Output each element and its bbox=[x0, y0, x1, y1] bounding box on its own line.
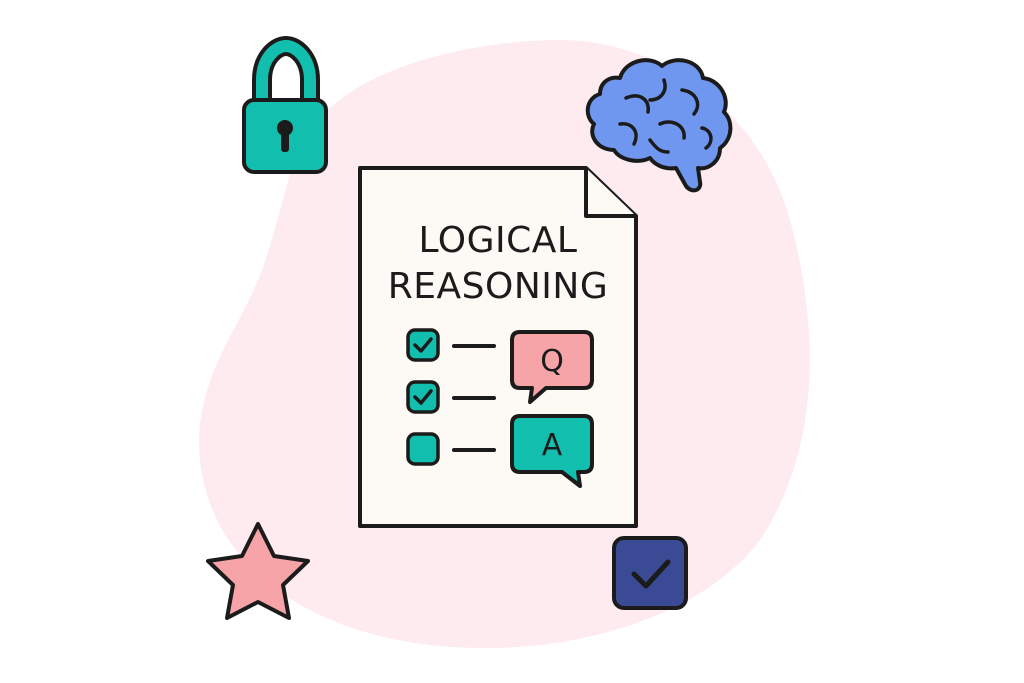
document-title-line2: REASONING bbox=[388, 266, 608, 307]
checkbox-icon bbox=[612, 536, 688, 610]
question-bubble: Q bbox=[510, 330, 594, 404]
lock-icon bbox=[242, 35, 328, 174]
checkbox-checked bbox=[406, 380, 440, 414]
check-mark-icon bbox=[631, 559, 671, 589]
answer-bubble-label: A bbox=[542, 428, 563, 463]
brain-icon bbox=[585, 58, 733, 193]
question-bubble-label: Q bbox=[540, 344, 564, 379]
check-mark-icon bbox=[413, 337, 433, 353]
checklist-item bbox=[406, 328, 496, 362]
document-folded-corner bbox=[584, 168, 636, 218]
checkbox-unchecked bbox=[406, 432, 440, 466]
star-icon bbox=[206, 522, 310, 620]
checklist-item bbox=[406, 380, 496, 414]
checklist-item bbox=[406, 432, 496, 466]
document: LOGICAL REASONING Q A bbox=[358, 166, 638, 528]
checkbox-checked bbox=[406, 328, 440, 362]
check-mark-icon bbox=[413, 389, 433, 405]
document-title-line1: LOGICAL bbox=[419, 220, 578, 261]
answer-bubble: A bbox=[510, 414, 594, 488]
